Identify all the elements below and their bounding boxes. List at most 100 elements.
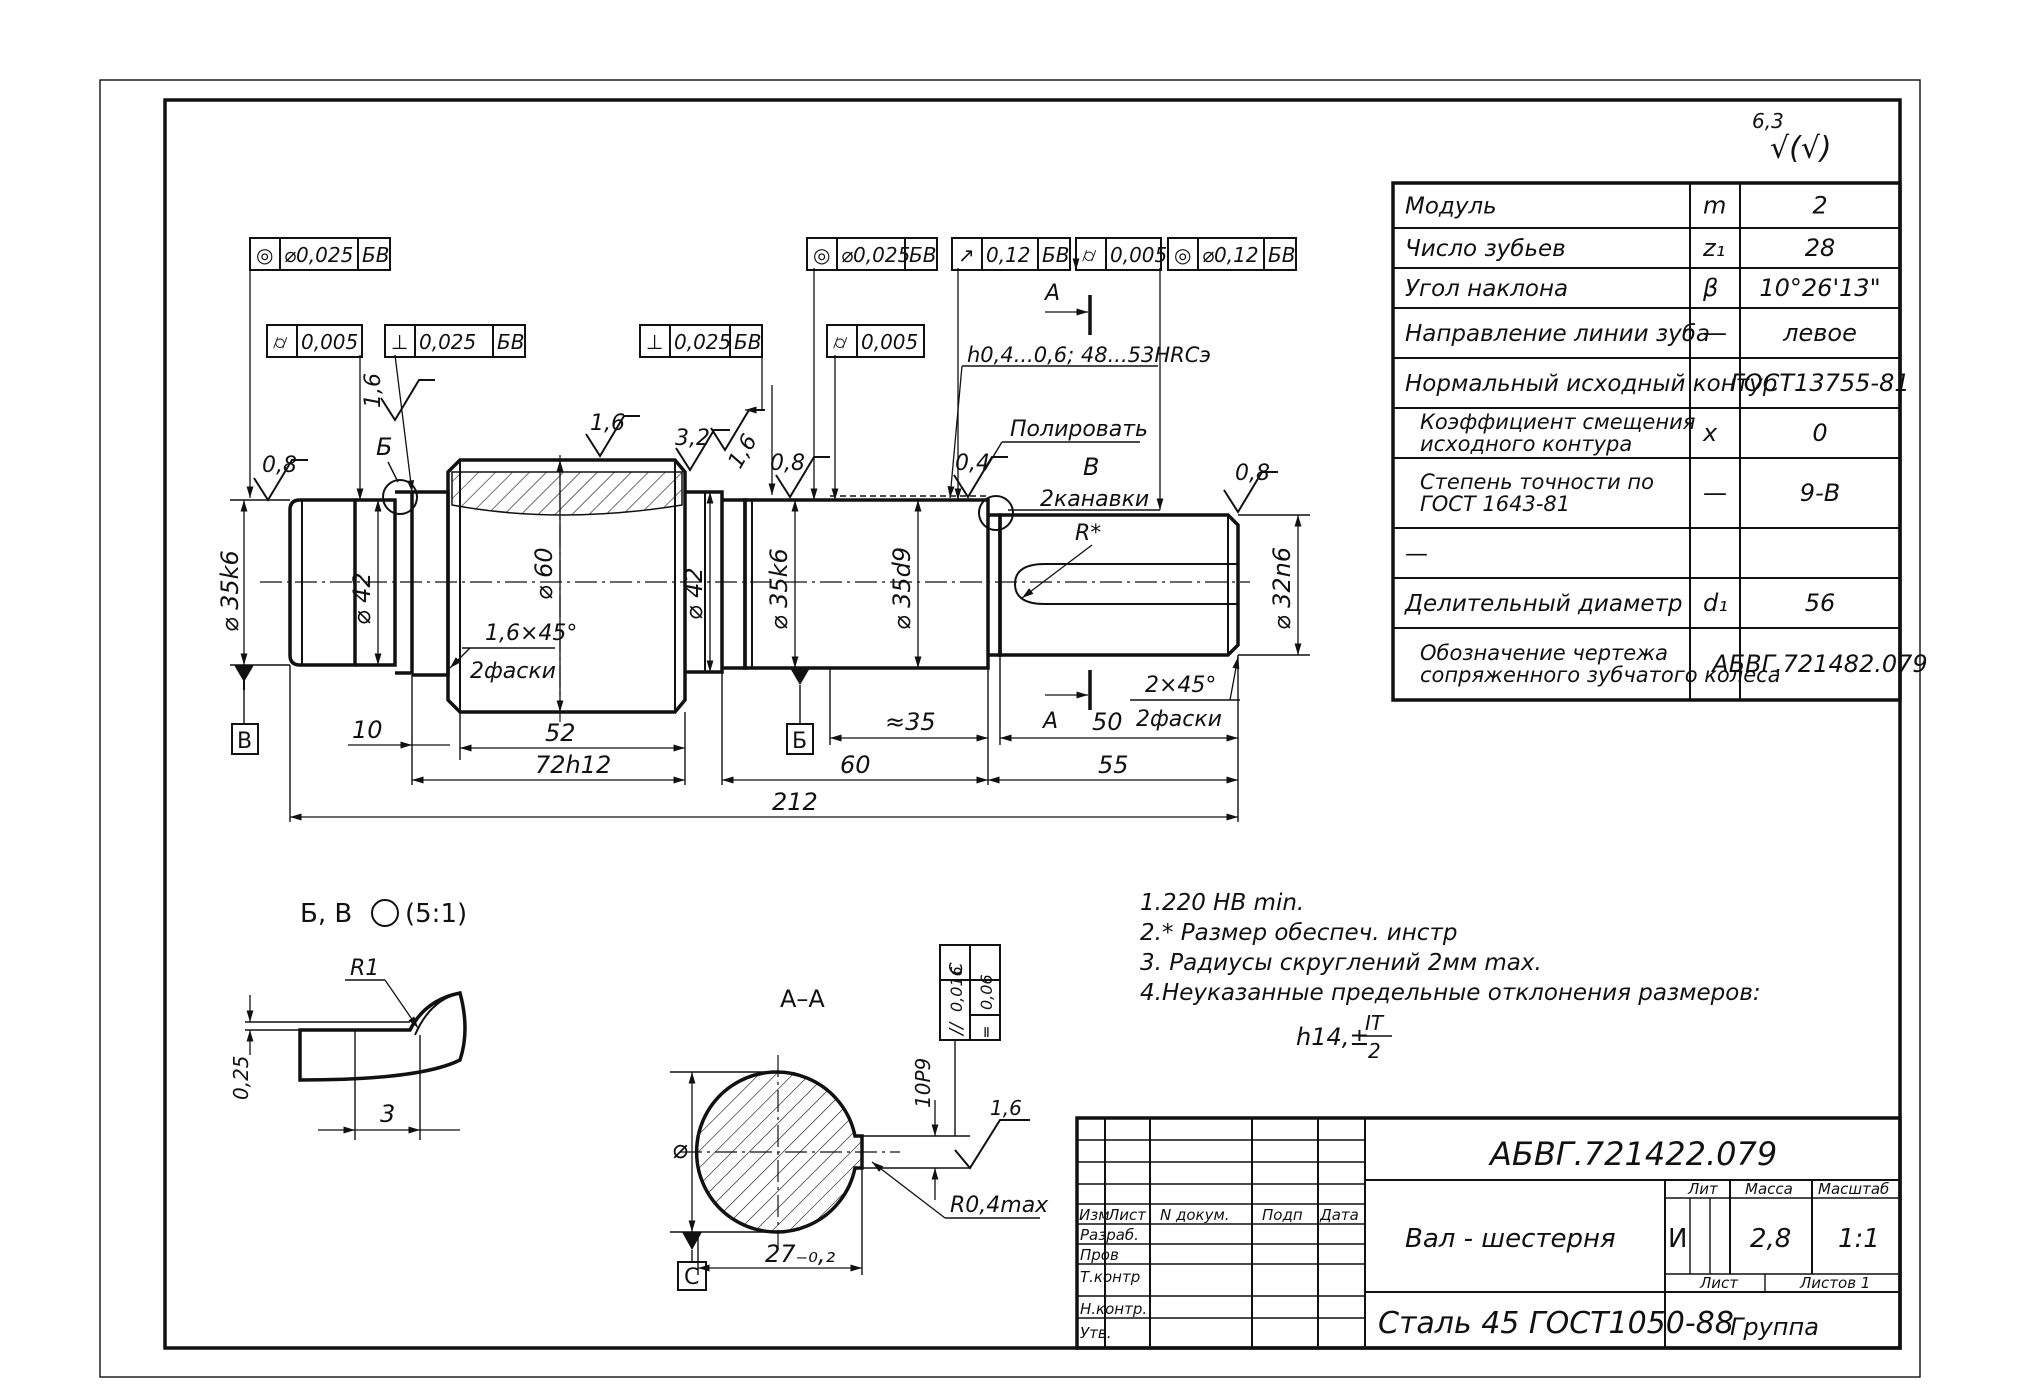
tol-value: 0,005 <box>1110 243 1167 267</box>
keyway-radius-label: R* <box>1075 521 1101 546</box>
tol-value: 0,005 <box>861 330 918 354</box>
section-tol-sym2: ═ <box>977 1027 996 1038</box>
tol-symbol: ⊥ <box>391 330 408 354</box>
dim-10: 10 <box>352 716 383 744</box>
note-formula-prefix: h14,± <box>1296 1023 1370 1051</box>
note-line: 3. Радиусы скруглений 2мм max. <box>1140 950 1542 976</box>
polish-label: Полировать <box>1010 417 1148 442</box>
tb-group: Группа <box>1730 1313 1819 1341</box>
tb-lit: И <box>1668 1224 1687 1254</box>
tol-value: 0,025 <box>419 330 476 354</box>
dim-72h12: 72h12 <box>535 751 611 779</box>
detail-circle-b <box>382 479 418 515</box>
chamfer-2faski-right: 2фаски <box>1136 707 1222 732</box>
dim-d35d9: ⌀ 35d9 <box>888 547 916 630</box>
param-value: 0 <box>1812 419 1827 447</box>
dim-50: 50 <box>1092 708 1123 736</box>
tb-col-header: N докум. <box>1160 1206 1230 1224</box>
roughness-r3: 1,6 <box>585 411 640 458</box>
detail-circle-v <box>978 495 1014 531</box>
base-marker-v: В <box>231 665 259 755</box>
tol-base: БВ <box>734 330 761 354</box>
dim-d35k6-right: ⌀ 35k6 <box>765 548 793 630</box>
journal-right <box>722 498 747 670</box>
shaft-main-view: ⌀ 35k6 ⌀ 42 ⌀ 60 ⌀ 42 ⌀ 35k6 ⌀ 35d9 ⌀ 32… <box>216 281 1310 822</box>
chamfer-1-6x45: 1,6×45° <box>485 621 577 646</box>
param-label: Нормальный исходный контур <box>1405 371 1777 397</box>
roughness-r4: 3,2 <box>675 426 730 472</box>
section-mark-a-top: А <box>1043 281 1060 306</box>
param-value: 28 <box>1805 234 1836 262</box>
section-fillet: R0,4max <box>950 1193 1049 1218</box>
param-symbol: m <box>1703 192 1726 220</box>
hardness-label: h0,4...0,6; 48...53HRCэ <box>967 343 1211 367</box>
param-label: Число зубьев <box>1405 236 1566 262</box>
dim-d42-right: ⌀ 42 <box>680 567 708 620</box>
general-roughness-value: 6,3 <box>1752 109 1784 133</box>
param-symbol: x <box>1702 419 1718 447</box>
param-row: Направление линии зуба—левое <box>1405 319 1857 347</box>
tb-designation: АБВГ.721422.079 <box>1488 1135 1777 1173</box>
general-roughness: 6,3 √(√) <box>1752 109 1832 166</box>
section-a-a: А–А ⌀ С 27₋₀,₂ 10P9 R0,4max // 0, <box>670 944 1049 1291</box>
param-symbol: — <box>1703 479 1727 507</box>
tb-scale: 1:1 <box>1838 1224 1880 1254</box>
param-symbol: z₁ <box>1702 234 1725 262</box>
param-label: Делительный диаметр <box>1404 591 1682 617</box>
tb-col-header: Лист <box>1107 1206 1147 1224</box>
collar-right <box>685 490 724 674</box>
roughness-value: 1,6 <box>724 430 763 473</box>
roughness-r7: 0,4 <box>953 451 1008 499</box>
param-row: Число зубьев z₁ 28 <box>1405 234 1835 262</box>
section-roughness: 1,6 <box>954 1096 1030 1170</box>
note-line: 1.220 HB min. <box>1140 890 1304 916</box>
param-label: Угол наклона <box>1405 276 1568 302</box>
param-value: 2 <box>1812 192 1827 220</box>
tol-base: БВ <box>909 243 936 267</box>
general-roughness-mark: √(√) <box>1770 131 1832 166</box>
chamfer-2faski-left: 2фаски <box>470 659 556 684</box>
dim-d32n6: ⌀ 32n6 <box>1268 547 1296 630</box>
tolerance-frame-f6: ⌭0,005 <box>826 324 925 500</box>
tol-value: 0,025 <box>674 330 731 354</box>
note-formula-den: 2 <box>1368 1039 1381 1063</box>
tol-symbol: ◎ <box>1174 243 1191 267</box>
dim-52: 52 <box>545 719 576 747</box>
chamfer-2x45: 2×45° <box>1145 673 1216 698</box>
gear-rim <box>446 458 687 714</box>
param-value: 10°26'13" <box>1759 274 1880 302</box>
note-line: 2.* Размер обеспеч. инстр <box>1140 920 1457 946</box>
journal-left <box>288 498 357 667</box>
tol-symbol: ⊥ <box>646 330 663 354</box>
dim-d60: ⌀ 60 <box>530 547 558 600</box>
base-letter-v: В <box>237 729 252 754</box>
section-mark-a-bottom: А <box>1041 709 1058 734</box>
param-value: ГОСТ13755-81 <box>1730 369 1909 397</box>
detail-letter-b: Б <box>376 433 392 461</box>
keyway <box>1013 563 1238 605</box>
roughness-r6: 0,8 <box>770 451 830 499</box>
tol-symbol: ⌭ <box>273 330 288 354</box>
dim-d35k6-left: ⌀ 35k6 <box>216 550 244 632</box>
inner-border <box>163 98 1902 1350</box>
section-base-c: С <box>684 1265 699 1290</box>
dim-d42-left: ⌀ 42 <box>348 572 376 625</box>
section-tolerance-frame: // 0,016 С ═ 0,06 <box>939 944 1001 1136</box>
roughness-value: 1,6 <box>361 373 386 408</box>
tb-scale-label: Масштаб <box>1818 1180 1889 1198</box>
dim-212: 212 <box>772 788 818 816</box>
outer-border <box>99 79 1921 1378</box>
tol-value: ⌀0,025 <box>284 243 353 267</box>
tol-value: 0,005 <box>301 330 358 354</box>
section-roughness-value: 1,6 <box>990 1096 1022 1120</box>
